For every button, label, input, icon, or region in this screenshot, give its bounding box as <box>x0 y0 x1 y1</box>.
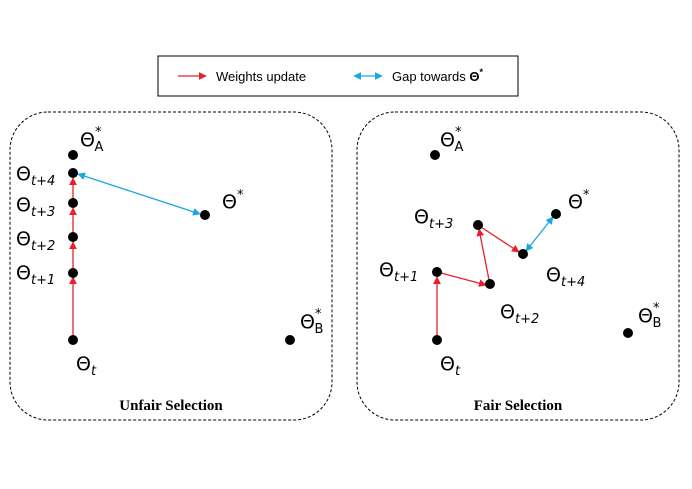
label-theta-t1-sub: t+1 <box>394 270 418 285</box>
label-theta-t4-base: Θ <box>546 264 561 286</box>
label-theta-t4-sub: t+4 <box>31 174 55 189</box>
label-theta-t2-base: Θ <box>500 301 515 323</box>
label-theta-t1-base: Θ <box>16 262 31 284</box>
label-theta-t1: Θt+1 <box>16 262 55 288</box>
label-theta-B-sub: B <box>314 322 323 337</box>
point-theta-t1 <box>68 268 78 278</box>
panel-fair: Θ*A Θt+3 Θt+1 Θt+2 Θt+4 Θt Θ* Θ*B Fair S… <box>356 111 680 421</box>
label-theta-t3: Θt+3 <box>16 194 55 220</box>
point-theta-t4 <box>518 249 528 259</box>
label-theta-A-base: Θ <box>440 129 455 151</box>
label-theta-star-base: Θ <box>222 191 237 213</box>
label-theta-A: Θ*A <box>440 125 463 155</box>
label-theta-t2-sub: t+2 <box>515 312 539 327</box>
point-theta-star <box>551 209 561 219</box>
point-theta-B <box>285 335 295 345</box>
label-theta-star: Θ* <box>222 188 244 213</box>
label-theta-t3-base: Θ <box>16 194 31 216</box>
label-theta-t-base: Θ <box>76 353 91 375</box>
point-theta-t <box>68 335 78 345</box>
point-theta-A <box>68 150 78 160</box>
label-theta-t2: Θt+2 <box>16 228 55 254</box>
label-theta-t-base: Θ <box>440 353 455 375</box>
label-theta-t: Θt <box>76 353 97 379</box>
point-theta-t3 <box>473 220 483 230</box>
point-theta-t2 <box>68 232 78 242</box>
label-theta-t4-base: Θ <box>16 163 31 185</box>
label-theta-t4: Θt+4 <box>16 163 55 189</box>
point-theta-t4 <box>68 168 78 178</box>
label-theta-B-sup: * <box>315 307 322 322</box>
legend-gap-prefix: Gap towards <box>392 69 469 84</box>
label-theta-t-sub: t <box>455 364 461 379</box>
label-theta-t: Θt <box>440 353 461 379</box>
label-theta-B-sup: * <box>653 301 660 316</box>
point-theta-star <box>200 210 210 220</box>
label-theta-B: Θ*B <box>638 301 661 331</box>
legend-gap-label: Gap towards Θ* <box>392 67 483 84</box>
label-theta-B: Θ*B <box>300 307 323 337</box>
legend-gap-star: * <box>479 67 483 77</box>
label-theta-t3-sub: t+3 <box>429 217 453 232</box>
label-theta-star-sup: * <box>237 188 244 203</box>
panel-unfair: Θ*A Θt+4 Θt+3 Θt+2 Θt+1 Θt Θ* Θ*B Unfair… <box>9 111 333 421</box>
label-theta-A: Θ*A <box>80 125 103 155</box>
label-theta-B-base: Θ <box>300 311 315 333</box>
label-theta-t3: Θt+3 <box>414 206 453 232</box>
label-theta-A-sub: A <box>94 140 103 155</box>
gap-arrow-t4-star <box>77 172 201 216</box>
point-theta-t2 <box>485 279 495 289</box>
legend-gap-symbol: Θ <box>469 69 479 84</box>
label-theta-B-base: Θ <box>638 305 653 327</box>
panel-unfair-title: Unfair Selection <box>119 398 223 414</box>
label-theta-A-sup: * <box>455 125 462 140</box>
label-theta-A-base: Θ <box>80 129 95 151</box>
update-arrow-t2-t3 <box>476 228 490 281</box>
label-theta-t1-base: Θ <box>379 259 394 281</box>
label-theta-B-sub: B <box>652 316 661 331</box>
panel-fair-title: Fair Selection <box>474 398 563 414</box>
legend: Weights update Gap towards Θ* <box>157 55 519 97</box>
label-theta-t3-base: Θ <box>414 206 429 228</box>
point-theta-B <box>623 328 633 338</box>
update-arrow-t3-t4 <box>480 226 520 253</box>
panel-unfair-border <box>9 111 333 421</box>
label-theta-A-sub: A <box>454 140 463 155</box>
label-theta-A-sup: * <box>95 125 102 140</box>
legend-box <box>157 55 519 97</box>
point-theta-t3 <box>68 198 78 208</box>
label-theta-star: Θ* <box>568 188 590 213</box>
point-theta-t1 <box>432 267 442 277</box>
gap-arrow-t4-star <box>525 216 554 252</box>
label-theta-t1-sub: t+1 <box>31 273 55 288</box>
label-theta-t3-sub: t+3 <box>31 205 55 220</box>
label-theta-t2-sub: t+2 <box>31 239 55 254</box>
label-theta-t4-sub: t+4 <box>561 275 585 290</box>
label-theta-star-sup: * <box>583 188 590 203</box>
label-theta-star-base: Θ <box>568 191 583 213</box>
label-theta-t4: Θt+4 <box>546 264 585 290</box>
point-theta-A <box>430 150 440 160</box>
update-arrow-t1-t2 <box>440 272 487 287</box>
panel-fair-border <box>356 111 680 421</box>
label-theta-t2-base: Θ <box>16 228 31 250</box>
legend-update-label: Weights update <box>216 69 306 84</box>
label-theta-t1: Θt+1 <box>379 259 418 285</box>
point-theta-t <box>432 335 442 345</box>
label-theta-t2: Θt+2 <box>500 301 539 327</box>
label-theta-t-sub: t <box>91 364 97 379</box>
